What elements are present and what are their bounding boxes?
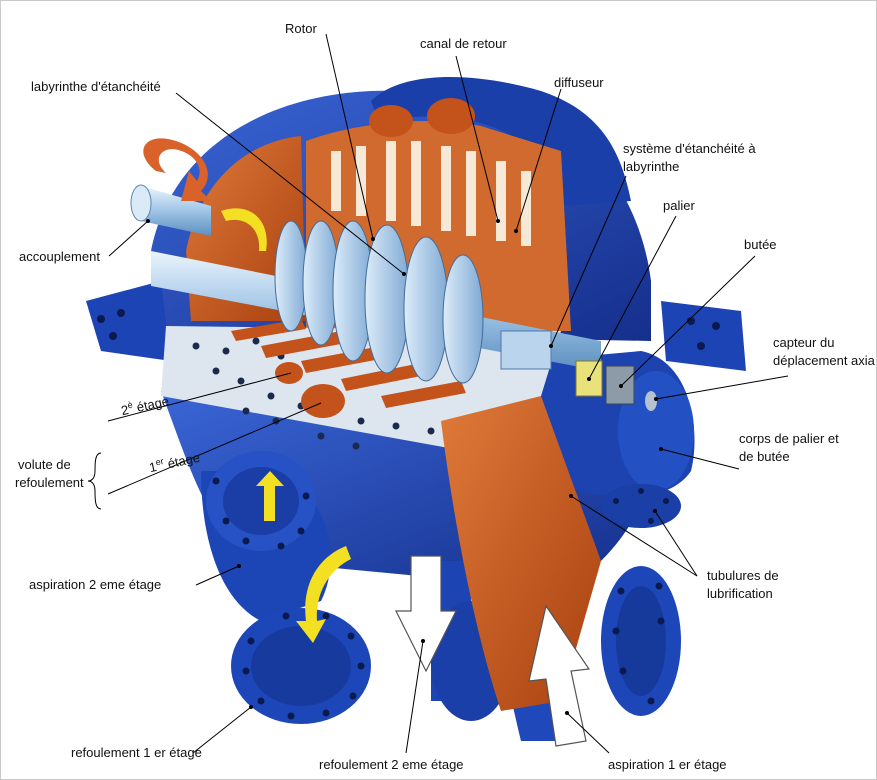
label-labyrinthe-etancheite: labyrinthe d'étanchéité <box>31 79 161 95</box>
label-refoulement-2: refoulement 2 eme étage <box>319 757 464 773</box>
label-canal-de-retour: canal de retour <box>420 36 507 52</box>
interior-cutaway <box>161 98 601 711</box>
label-rotor: Rotor <box>285 21 317 37</box>
label-capteur-2: déplacement axia <box>773 353 875 369</box>
label-diffuseur: diffuseur <box>554 75 604 91</box>
volute-1st-stage <box>301 384 345 418</box>
label-palier: palier <box>663 198 695 214</box>
label-systeme-etancheite-2: labyrinthe <box>623 159 679 175</box>
label-aspiration-2: aspiration 2 eme étage <box>29 577 161 593</box>
label-corps-1: corps de palier et <box>739 431 839 447</box>
nozzle-right-flange <box>601 566 681 716</box>
label-volute-1: volute de <box>18 457 71 473</box>
right-flange <box>661 301 746 371</box>
label-tubulures-1: tubulures de <box>707 568 779 584</box>
label-tubulures-2: lubrification <box>707 586 773 602</box>
volute-brace <box>88 453 101 509</box>
label-systeme-etancheite-1: système d'étanchéité à <box>623 141 756 157</box>
labyrinth-seal <box>501 331 551 369</box>
label-aspiration-1: aspiration 1 er étage <box>608 757 727 773</box>
label-volute-2: refoulement <box>15 475 84 491</box>
volute-2nd-stage <box>275 362 303 384</box>
label-corps-2: de butée <box>739 449 790 465</box>
label-butee: butée <box>744 237 777 253</box>
axial-sensor <box>645 391 657 411</box>
label-accouplement: accouplement <box>19 249 100 265</box>
top-port-left <box>369 105 413 137</box>
label-capteur-1: capteur du <box>773 335 834 351</box>
label-refoulement-1: refoulement 1 er étage <box>71 745 202 761</box>
